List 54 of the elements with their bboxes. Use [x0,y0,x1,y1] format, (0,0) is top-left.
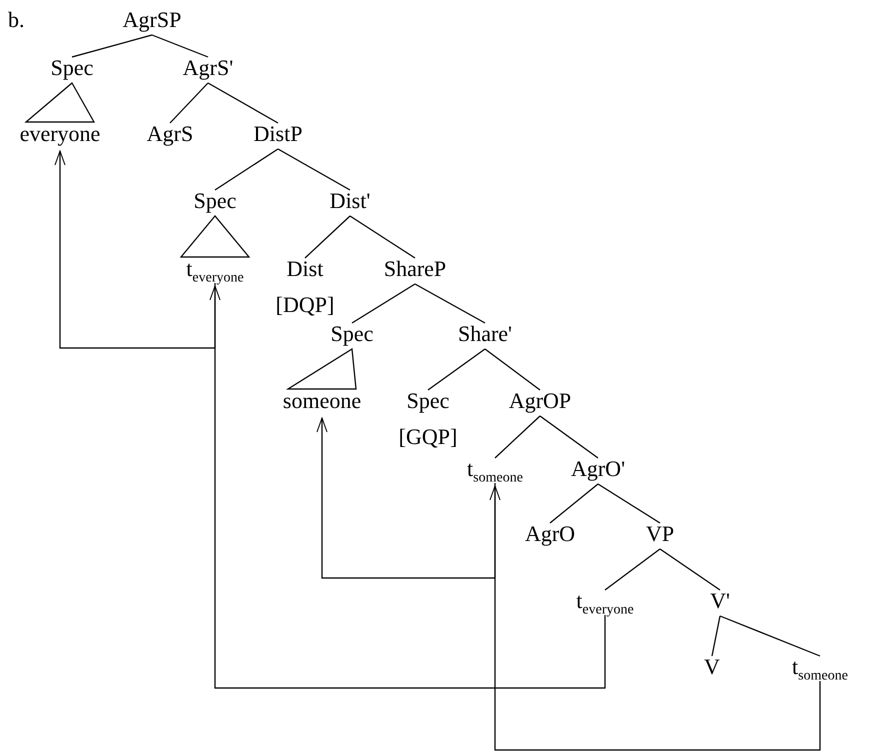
branch-line [604,548,660,590]
branch-line [352,283,416,324]
movement-arrow [316,418,496,579]
category-label: AgrO [524,521,576,547]
branch-line [494,416,540,458]
branch-line [304,216,350,258]
branch-line [170,82,208,124]
category-label: DistP [254,121,302,147]
category-label: everyone [20,121,100,147]
branch-line [428,348,486,390]
category-label: V [704,654,720,680]
category-label: ShareP [384,256,446,282]
branch-line [711,616,721,656]
category-label: Spec [406,388,450,414]
category-label: t$_{someone}$ [792,654,848,680]
branch-line [550,484,598,524]
branch-line [540,416,598,458]
category-label: t$_{someone}$ [467,456,523,482]
movement-arrow [54,150,216,349]
category-label: AgrS' [182,55,234,81]
category-label: AgrSP [122,7,182,33]
feature-label: [GQP] [398,424,458,450]
branch-line [720,615,820,657]
category-label: Dist [286,256,324,282]
movement-arrow [210,286,606,689]
category-label: V' [710,588,730,614]
branch-line [152,34,208,58]
branch-line [72,34,152,58]
category-label: Spec [194,188,236,214]
category-label: t$_{everyone}$ [576,588,634,614]
branch-line [484,348,540,390]
category-label: Dist' [330,188,370,214]
movement-arrow [490,486,821,751]
branch-line [208,82,278,124]
category-label: Spec [50,55,94,81]
category-label: Spec [330,321,374,347]
category-label: AgrS [146,121,194,147]
branch-line [598,484,660,524]
category-label: AgrOP [508,388,572,414]
triangle-branch [286,348,357,390]
category-label: someone [282,388,362,414]
triangle-branch [180,215,250,258]
branch-line [350,216,416,258]
triangle-branch [24,82,96,123]
feature-label: [DQP] [276,292,334,318]
category-label: Share' [458,321,512,347]
category-label: t$_{everyone}$ [186,256,244,282]
category-label: VP [646,521,674,547]
branch-line [278,148,350,191]
branch-line [214,148,278,190]
branch-line [414,283,486,324]
category-label: AgrO' [570,456,626,482]
example-label: b. [8,7,24,33]
branch-line [660,548,720,590]
